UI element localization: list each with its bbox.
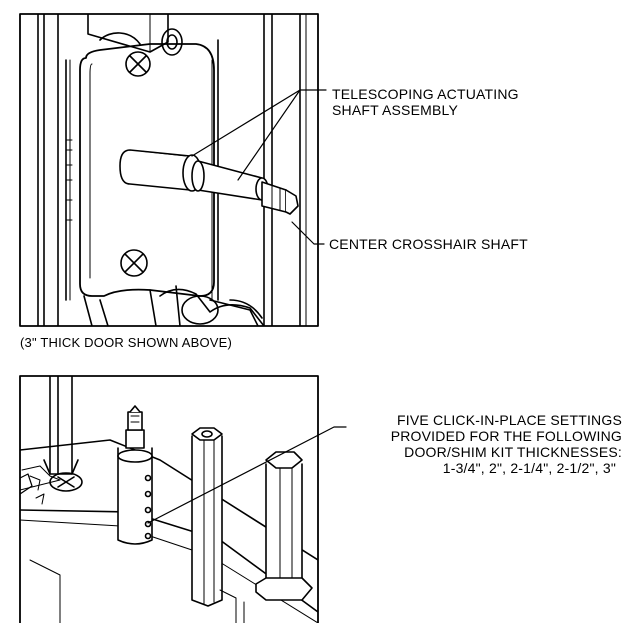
top-view-caption: (3" THICK DOOR SHOWN ABOVE)	[20, 335, 232, 351]
bottom-view-frame	[19, 375, 319, 623]
settings-leader	[147, 426, 347, 524]
telescoping-label-line-1: TELESCOPING ACTUATING	[332, 86, 519, 102]
center-crosshair-shaft-label: CENTER CROSSHAIR SHAFT	[329, 236, 528, 252]
settings-line-4: 1-3/4", 2", 2-1/4", 2-1/2", 3"	[442, 460, 616, 476]
telescoping-leader	[191, 89, 327, 181]
settings-line-3: DOOR/SHIM KIT THICKNESSES:	[404, 444, 622, 460]
center-shaft-label-text: CENTER CROSSHAIR SHAFT	[329, 236, 528, 252]
telescoping-shaft-label: TELESCOPING ACTUATING SHAFT ASSEMBLY	[332, 86, 519, 118]
settings-line-2: PROVIDED FOR THE FOLLOWING	[390, 428, 622, 444]
top-view-frame	[19, 13, 319, 327]
center-shaft-leader	[291, 221, 325, 245]
top-view-panel	[19, 13, 327, 327]
click-settings-label: FIVE CLICK-IN-PLACE SETTINGS PROVIDED FO…	[336, 412, 622, 476]
bottom-view-panel	[19, 375, 347, 623]
settings-line-1: FIVE CLICK-IN-PLACE SETTINGS	[397, 412, 622, 428]
telescoping-label-line-2: SHAFT ASSEMBLY	[332, 102, 458, 118]
caption-text: (3" THICK DOOR SHOWN ABOVE)	[20, 335, 233, 350]
